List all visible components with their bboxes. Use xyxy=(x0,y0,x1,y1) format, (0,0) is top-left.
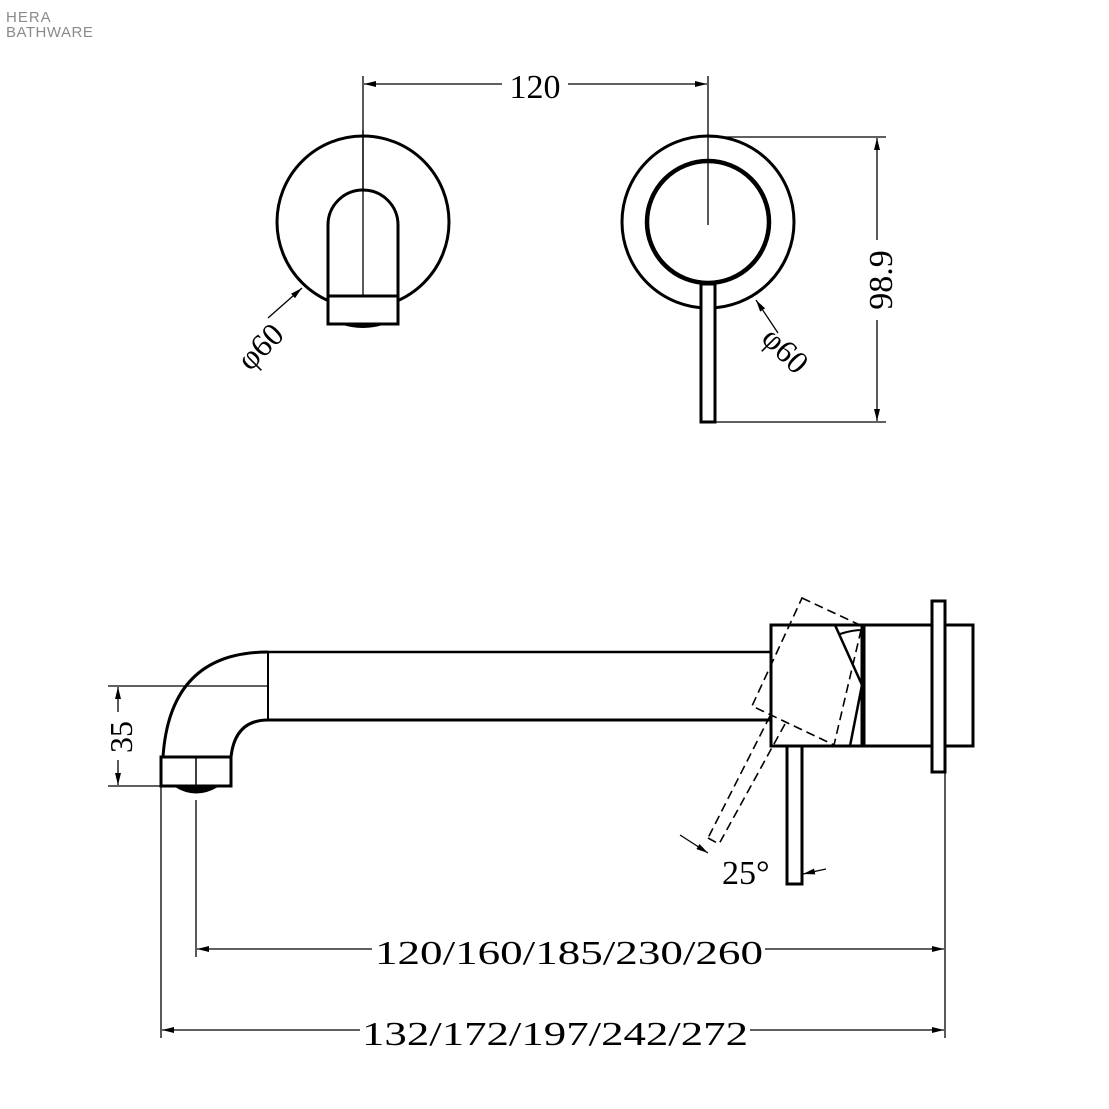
height-dimension-label: 98.9 xyxy=(863,250,900,310)
dimension-overall-length: 132/172/197/242/272 xyxy=(162,1016,944,1053)
spout-reach-label: 120/160/185/230/260 xyxy=(375,935,763,972)
side-view: 35 25° xyxy=(103,596,975,1053)
spout-height-label: 35 xyxy=(103,721,139,753)
lever-rotated-outline xyxy=(707,596,863,845)
dimension-120: 120 xyxy=(362,69,709,300)
mixer-backplate: φ60 xyxy=(620,134,816,424)
dimension-spout-reach: 120/160/185/230/260 xyxy=(197,935,944,972)
spout-plate-diameter-label: φ60 xyxy=(229,316,290,377)
angle-25-annotation: 25° xyxy=(679,834,827,892)
dimension-35: 35 xyxy=(103,685,267,787)
mixer-body xyxy=(769,599,975,886)
spout-pipe xyxy=(159,650,770,794)
front-view: 120 φ60 φ60 98.9 xyxy=(229,69,900,424)
logo-line-1: HERA xyxy=(6,9,52,26)
spacing-dimension-label: 120 xyxy=(510,69,561,106)
logo-line-2: BATHWARE xyxy=(6,24,94,41)
spout-backplate: φ60 xyxy=(229,130,451,377)
brand-logo: HERA BATHWARE xyxy=(6,10,93,40)
overall-length-label: 132/172/197/242/272 xyxy=(362,1016,748,1053)
rotation-angle-label: 25° xyxy=(722,855,770,892)
mixer-plate-diameter-label: φ60 xyxy=(755,319,816,380)
dimension-98-9: 98.9 xyxy=(708,136,900,423)
